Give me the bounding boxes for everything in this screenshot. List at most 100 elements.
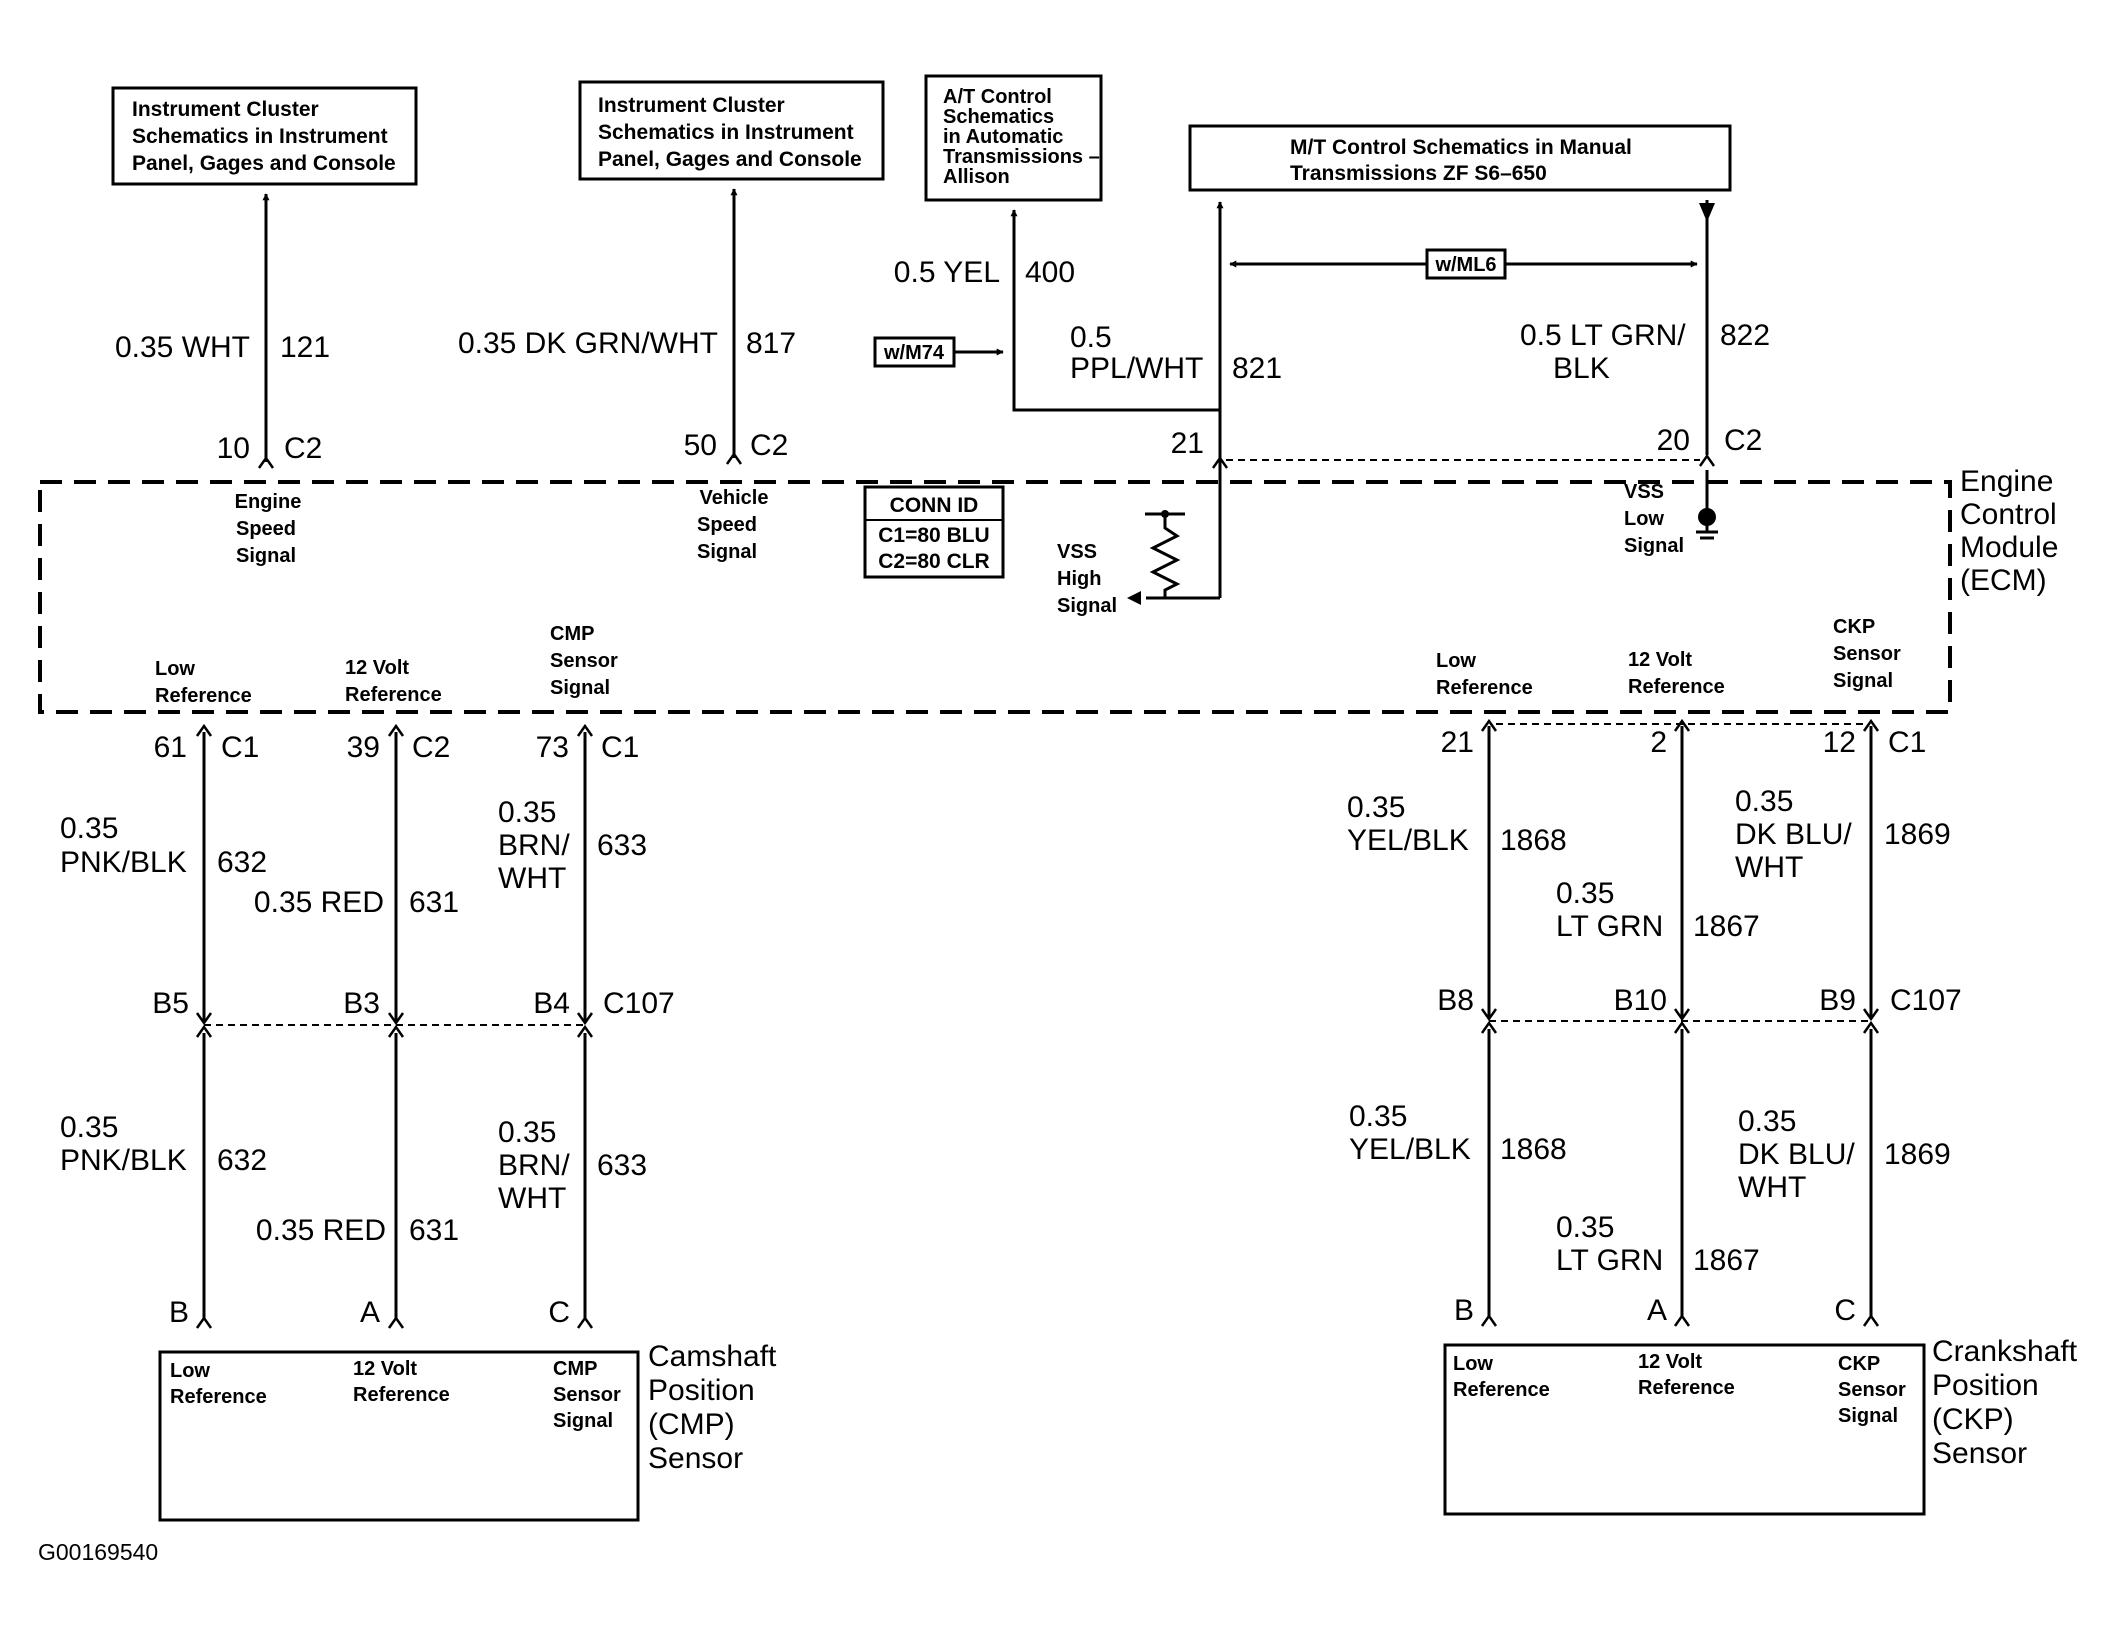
svg-text:Signal: Signal bbox=[236, 545, 296, 567]
svg-text:B3: B3 bbox=[343, 987, 380, 1020]
cmp-sensor-name: Sensor bbox=[648, 1442, 743, 1475]
svg-text:0.35: 0.35 bbox=[498, 796, 556, 829]
wire-vss-low: 0.5 LT GRN/ BLK 822 20 C2 bbox=[1520, 200, 1770, 467]
svg-text:0.35 RED: 0.35 RED bbox=[254, 886, 384, 919]
svg-text:YEL/BLK: YEL/BLK bbox=[1349, 1133, 1471, 1166]
svg-text:Reference: Reference bbox=[1628, 676, 1725, 698]
svg-text:12 Volt: 12 Volt bbox=[345, 657, 409, 679]
cmp-sensor-name: (CMP) bbox=[648, 1408, 735, 1441]
ref-box-instrument-cluster-2: Instrument Cluster Schematics in Instrum… bbox=[578, 80, 885, 181]
svg-text:A: A bbox=[1647, 1294, 1667, 1327]
svg-text:CKP: CKP bbox=[1833, 616, 1875, 638]
svg-text:12 Volt: 12 Volt bbox=[1628, 649, 1692, 671]
ckp-sensor-name: (CKP) bbox=[1932, 1403, 2014, 1436]
option-label: w/M74 bbox=[883, 342, 945, 364]
svg-text:Vehicle: Vehicle bbox=[700, 487, 769, 509]
svg-text:Low: Low bbox=[1436, 650, 1476, 672]
figure-id: G00169540 bbox=[38, 1539, 158, 1565]
svg-text:632: 632 bbox=[217, 1144, 267, 1177]
cmp-sensor-name: Camshaft bbox=[648, 1340, 777, 1373]
svg-text:CMP: CMP bbox=[550, 623, 594, 645]
signal-label: VSS bbox=[1057, 541, 1097, 563]
svg-text:61: 61 bbox=[154, 731, 187, 764]
wire-color: PPL/WHT bbox=[1070, 352, 1203, 385]
svg-text:12 Volt: 12 Volt bbox=[353, 1358, 417, 1380]
svg-text:C: C bbox=[1834, 1294, 1856, 1327]
ckp-wire-labels-lower: 0.35 YEL/BLK 1868 0.35 LT GRN 1867 0.35 … bbox=[1349, 1100, 1951, 1277]
ckp-wires bbox=[1480, 718, 1880, 1327]
svg-text:Signal: Signal bbox=[553, 1410, 613, 1432]
connector-c107: C107 bbox=[1890, 984, 1962, 1017]
wire-color: BLK bbox=[1553, 352, 1610, 385]
svg-text:PNK/BLK: PNK/BLK bbox=[60, 1144, 187, 1177]
signal-label: Signal bbox=[1057, 595, 1117, 617]
signal-label: Low bbox=[1624, 508, 1664, 530]
svg-text:1868: 1868 bbox=[1500, 1133, 1567, 1166]
wire-color: 0.35 WHT bbox=[115, 331, 250, 364]
wire-gauge: 0.5 bbox=[1070, 321, 1112, 354]
svg-text:Reference: Reference bbox=[345, 684, 442, 706]
svg-text:1867: 1867 bbox=[1693, 910, 1760, 943]
svg-text:633: 633 bbox=[597, 1149, 647, 1182]
circuit-number: 822 bbox=[1720, 319, 1770, 352]
ecm-name: Control bbox=[1960, 498, 2057, 531]
option-ml6: w/ML6 bbox=[1229, 248, 1698, 280]
circuit-number: 400 bbox=[1025, 256, 1075, 289]
svg-text:BRN/: BRN/ bbox=[498, 1149, 570, 1182]
conn-id-c2: C2=80 CLR bbox=[878, 550, 989, 573]
ref-line: A/T Control bbox=[943, 86, 1052, 108]
svg-text:0.35: 0.35 bbox=[1556, 1211, 1614, 1244]
cmp-ecm-pins: 61 C1 39 C2 73 C1 bbox=[154, 731, 640, 764]
svg-text:Reference: Reference bbox=[353, 1384, 450, 1406]
wire-engine-speed: 0.35 WHT 121 10 C2 bbox=[115, 193, 330, 469]
svg-text:DK BLU/: DK BLU/ bbox=[1735, 818, 1852, 851]
pin-number: 20 bbox=[1657, 424, 1690, 457]
conn-id-box: CONN ID C1=80 BLU C2=80 CLR bbox=[863, 485, 1005, 579]
svg-text:2: 2 bbox=[1650, 726, 1667, 759]
ref-line: Transmissions – bbox=[943, 146, 1100, 168]
cmp-sensor: B A C Low Reference 12 Volt Reference CM… bbox=[158, 1296, 777, 1522]
ecm-name: Module bbox=[1960, 531, 2058, 564]
signal-vehicle-speed: Vehicle Speed Signal bbox=[697, 487, 768, 563]
svg-text:LT GRN: LT GRN bbox=[1556, 910, 1663, 943]
svg-text:0.35: 0.35 bbox=[1735, 785, 1793, 818]
pin-number: 10 bbox=[217, 432, 250, 465]
circuit-number: 821 bbox=[1232, 352, 1282, 385]
svg-text:Reference: Reference bbox=[1638, 1377, 1735, 1399]
wire-vss-high: 0.5 PPL/WHT 821 21 bbox=[1070, 201, 1282, 598]
svg-text:Sensor: Sensor bbox=[550, 650, 618, 672]
cmp-ecm-functions: Low Reference 12 Volt Reference CMP Sens… bbox=[155, 623, 618, 707]
ckp-ecm-functions: Low Reference 12 Volt Reference CKP Sens… bbox=[1436, 616, 1901, 699]
svg-text:C: C bbox=[548, 1296, 570, 1329]
svg-text:Signal: Signal bbox=[550, 677, 610, 699]
ckp-sensor: B A C Low Reference 12 Volt Reference CK… bbox=[1443, 1294, 2078, 1516]
ecm-name: Engine bbox=[1960, 465, 2053, 498]
svg-text:WHT: WHT bbox=[498, 862, 566, 895]
svg-text:WHT: WHT bbox=[1735, 851, 1803, 884]
svg-text:Sensor: Sensor bbox=[1833, 643, 1901, 665]
conn-id-c1: C1=80 BLU bbox=[878, 524, 989, 547]
svg-text:Signal: Signal bbox=[697, 541, 757, 563]
wire-color: 0.35 DK GRN/WHT bbox=[458, 327, 718, 360]
signal-label: Signal bbox=[1624, 535, 1684, 557]
ref-line: Allison bbox=[943, 166, 1010, 188]
svg-text:C1: C1 bbox=[1888, 726, 1926, 759]
ckp-ecm-pins: 21 2 12 C1 bbox=[1441, 726, 1927, 759]
svg-text:0.35 RED: 0.35 RED bbox=[256, 1214, 386, 1247]
vss-high-circuit: VSS High Signal bbox=[1057, 472, 1222, 617]
option-label: w/ML6 bbox=[1434, 254, 1496, 276]
ref-line: Instrument Cluster bbox=[132, 98, 319, 121]
svg-text:BRN/: BRN/ bbox=[498, 829, 570, 862]
svg-text:39: 39 bbox=[347, 731, 380, 764]
ref-box-at-control: A/T Control Schematics in Automatic Tran… bbox=[924, 74, 1103, 202]
svg-text:Reference: Reference bbox=[1453, 1379, 1550, 1401]
svg-text:B9: B9 bbox=[1819, 984, 1856, 1017]
svg-text:B8: B8 bbox=[1437, 984, 1474, 1017]
svg-text:0.35: 0.35 bbox=[1349, 1100, 1407, 1133]
circuit-number: 121 bbox=[280, 331, 330, 364]
cmp-wires bbox=[195, 723, 594, 1329]
svg-text:Sensor: Sensor bbox=[553, 1384, 621, 1406]
ref-line: Panel, Gages and Console bbox=[598, 148, 862, 171]
wire-at-400: 0.5 YEL 400 bbox=[894, 209, 1222, 460]
ref-line: Instrument Cluster bbox=[598, 94, 785, 117]
